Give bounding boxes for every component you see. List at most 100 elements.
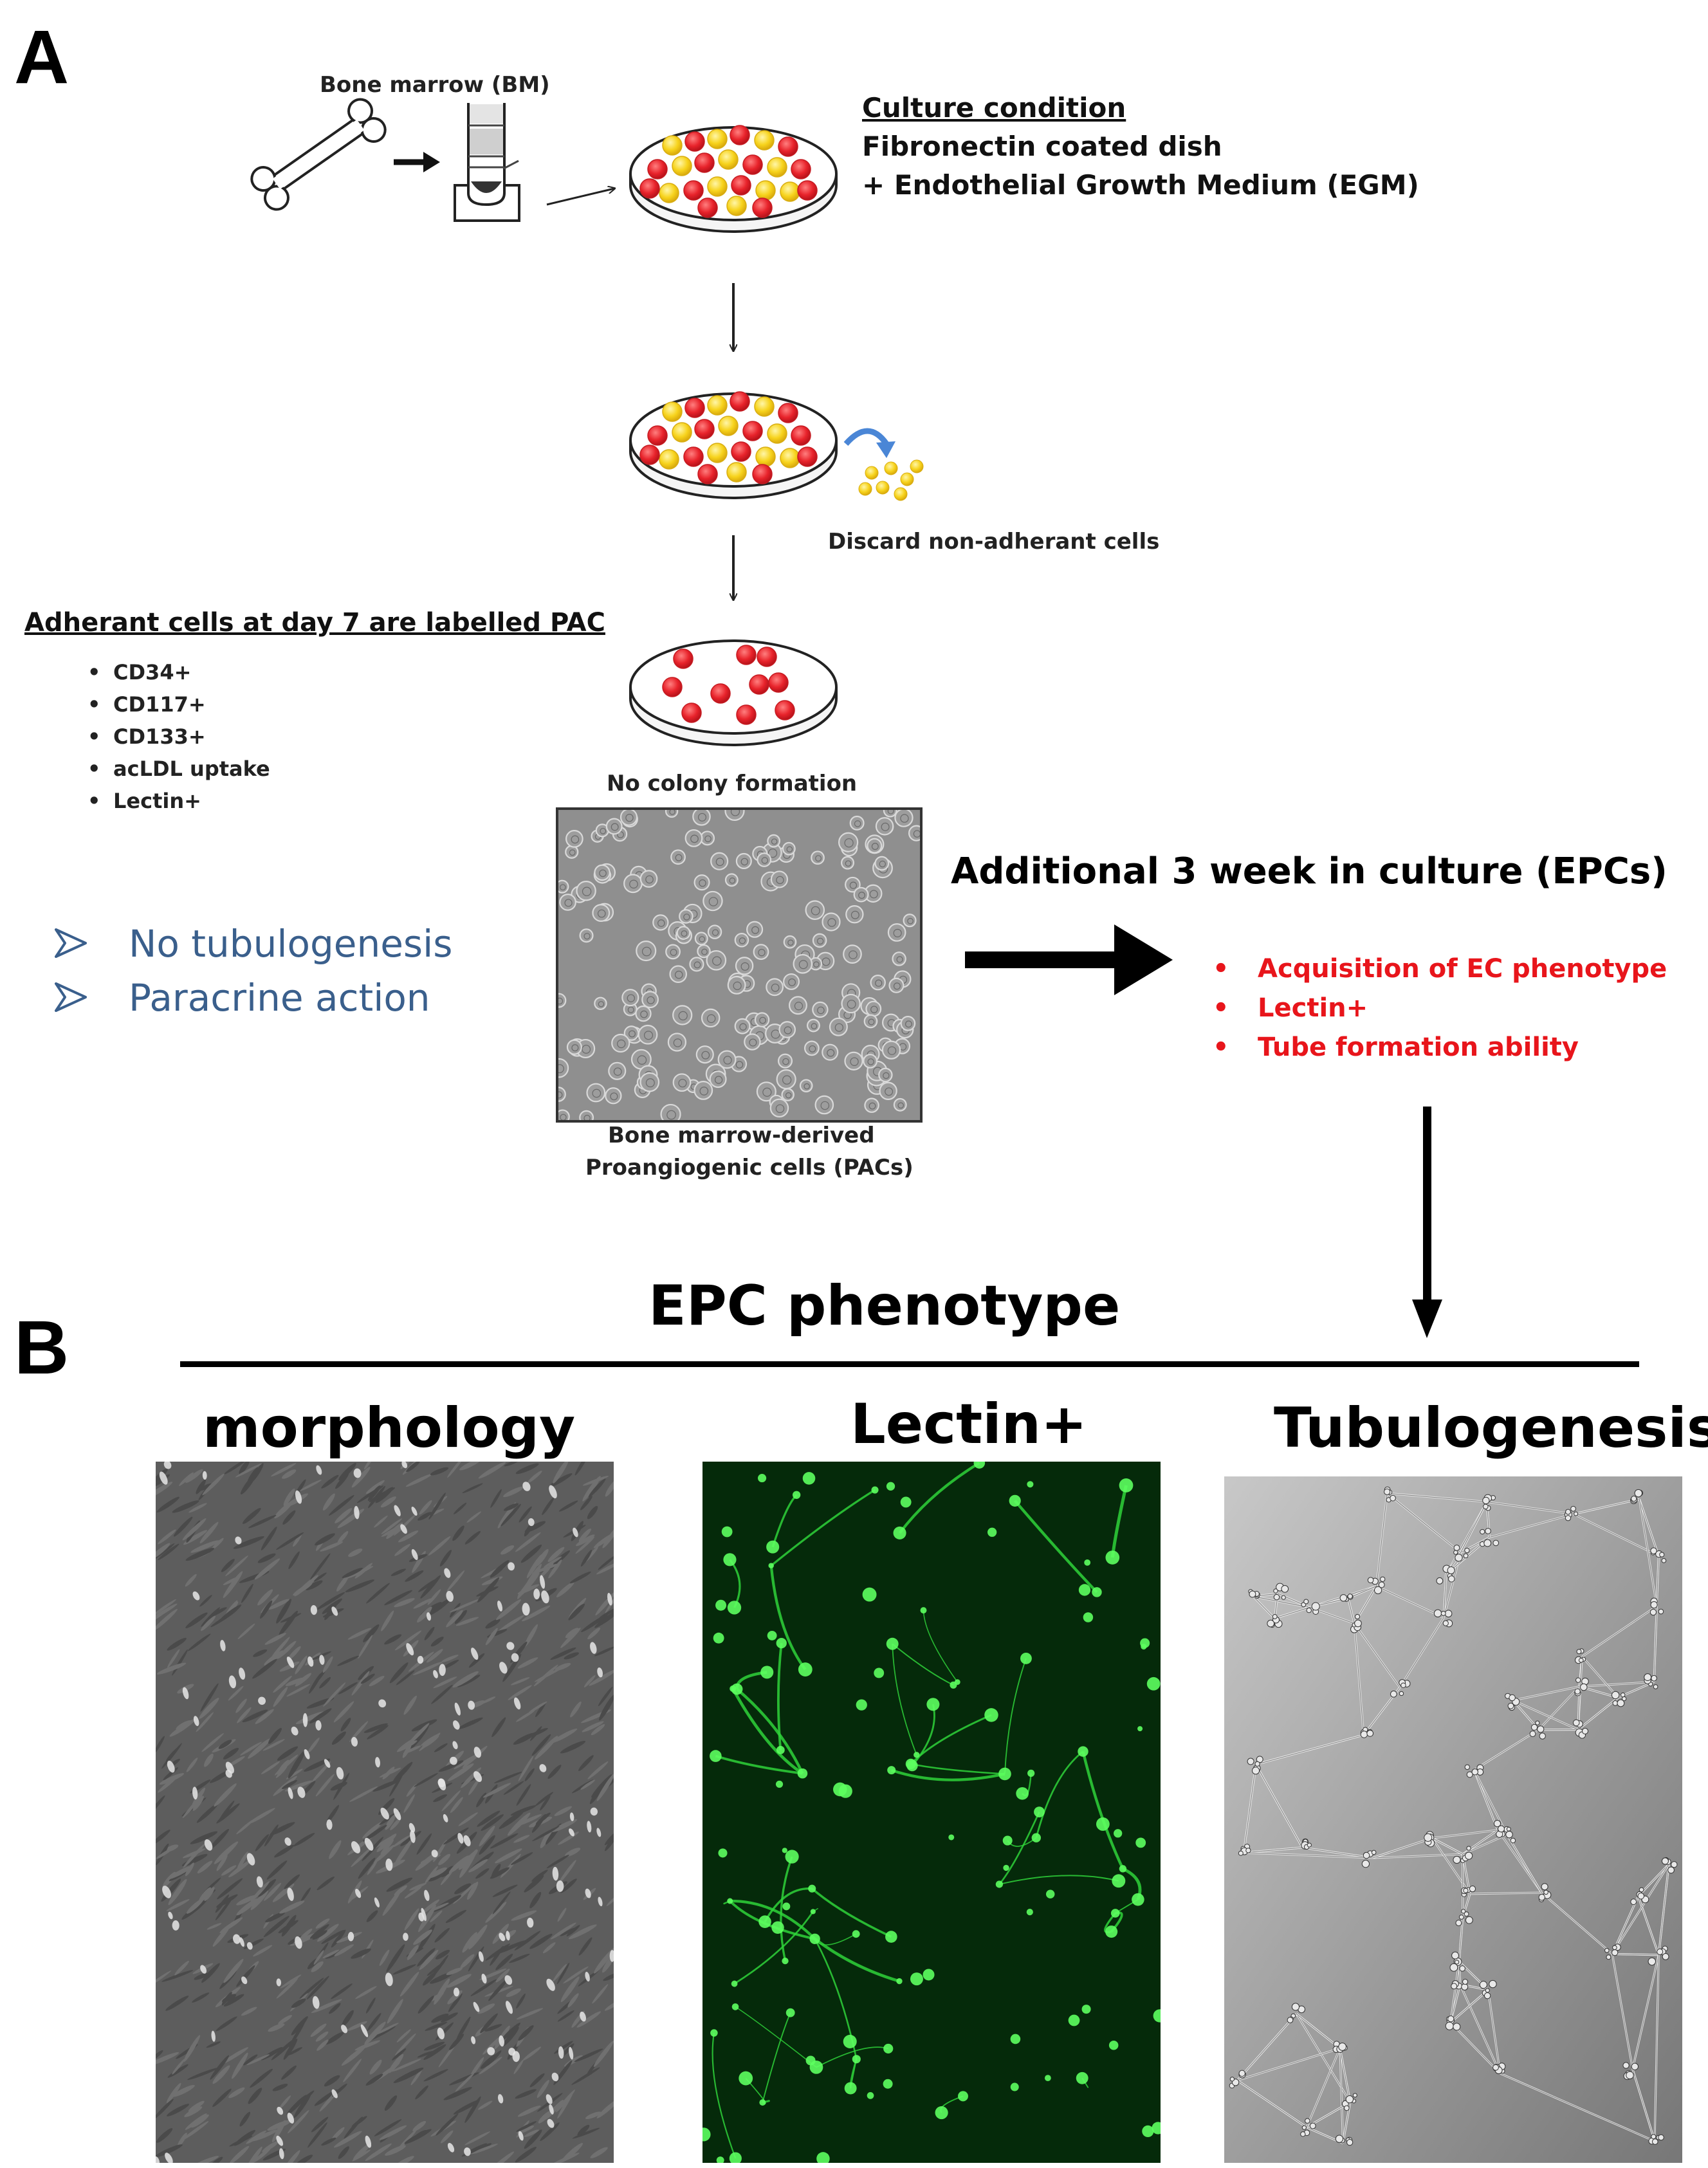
spindle-cell — [543, 1556, 562, 1568]
bright-cell — [302, 1713, 308, 1727]
tube-node-cell — [1482, 1496, 1490, 1505]
morphology-micrograph — [156, 1462, 614, 2163]
spindle-cell — [183, 1530, 208, 1545]
panel-b-title: EPC phenotype — [648, 1274, 1121, 1338]
tube-node-cell — [1363, 1851, 1370, 1859]
lectin-cell — [739, 2071, 753, 2086]
spindle-cell — [365, 1998, 376, 2014]
pac-cell-nucleus — [776, 876, 784, 885]
lectin-cell — [844, 2082, 857, 2095]
pac-cell-nucleus — [786, 846, 793, 852]
lectin-cell — [1110, 1909, 1120, 1918]
spindle-cell — [216, 1855, 228, 1871]
bright-cell — [487, 2047, 495, 2055]
spindle-cell — [587, 1628, 601, 1640]
spindle-cell — [578, 1528, 592, 1542]
spindle-cell — [252, 1658, 277, 1679]
spindle-cell — [479, 1825, 495, 1847]
pac-cell — [894, 810, 914, 827]
tube-segment-edge — [1473, 1770, 1508, 1835]
spindle-cell — [315, 1533, 335, 1546]
spindle-cell — [550, 1922, 576, 1940]
bright-cell — [513, 1697, 521, 1710]
spindle-cell — [299, 1978, 324, 1999]
lectin-cell — [852, 2055, 861, 2064]
spindle-cell — [236, 1965, 255, 1987]
spindle-cell — [528, 1471, 542, 1484]
pac-cell — [908, 825, 920, 841]
tube-node-cell — [1617, 1699, 1625, 1707]
lectin-cell — [874, 1667, 885, 1678]
spindle-cell — [284, 1780, 313, 1792]
pac-cell — [665, 944, 681, 960]
bright-cell — [341, 2025, 347, 2034]
spindle-cell — [279, 2095, 291, 2109]
pac-cell — [559, 894, 576, 911]
yellow-cell — [726, 462, 747, 482]
tube-node-cell — [1339, 1594, 1348, 1602]
pac-cell-nucleus — [735, 1061, 744, 1069]
bright-cell — [443, 1814, 448, 1823]
pac-cell-nucleus — [571, 1044, 579, 1052]
bright-cell — [478, 1951, 484, 1962]
spindle-cell — [228, 1860, 252, 1878]
tube-segment-edge — [1581, 1656, 1619, 1698]
spindle-cell — [591, 1724, 605, 1736]
tube-segment-edge — [1244, 1847, 1303, 1853]
pac-cell — [594, 997, 607, 1010]
tube-node-cell — [1273, 1594, 1280, 1601]
spindle-cell — [397, 1740, 418, 1752]
tube-node-cell — [1667, 1866, 1675, 1874]
tube-segment-edge — [1538, 1686, 1580, 1731]
tube-node-cell — [1307, 1842, 1312, 1848]
tube-node-cell — [1451, 1951, 1460, 1960]
spindle-cell — [542, 1942, 556, 1954]
spindle-cell — [313, 1950, 324, 1965]
bright-cell — [590, 1807, 598, 1816]
tube-segment-edge — [1255, 1764, 1303, 1848]
tube-node-cell — [1604, 1948, 1610, 1953]
pac-cell-nucleus — [887, 1046, 897, 1055]
lectin-cell — [710, 1750, 722, 1762]
tube-node-cell — [1574, 1511, 1579, 1516]
lectin-fiber — [910, 1763, 1006, 1775]
pac-cell — [849, 815, 865, 831]
pac-cell-nucleus — [868, 1018, 875, 1025]
pac-cell-nucleus — [560, 1114, 567, 1120]
bright-cell — [354, 1505, 360, 1520]
tube-segment-edge — [1296, 2013, 1341, 2049]
spindle-cell — [310, 2023, 327, 2037]
spindle-cell — [558, 1860, 576, 1884]
lectin-cell — [1034, 1806, 1045, 1817]
spindle-cell — [507, 1812, 531, 1836]
tube-segment-edge — [1237, 2048, 1341, 2081]
spindle-cell — [386, 1944, 405, 1972]
spindle-cell — [217, 1878, 243, 1900]
spindle-cell — [574, 1462, 589, 1476]
bright-cell — [360, 2024, 369, 2037]
pac-cell-nucleus — [640, 1010, 648, 1018]
pac-cell — [724, 873, 739, 887]
spindle-cell — [565, 1628, 579, 1639]
tube-node-cell — [1480, 1529, 1485, 1535]
spindle-cell — [404, 1908, 419, 1931]
spindle-cell — [522, 1605, 551, 1622]
tube-segment-edge — [1253, 1596, 1275, 1619]
spindle-cell — [291, 1998, 306, 2008]
spindle-cell — [321, 2137, 336, 2146]
spindle-cell — [475, 1868, 490, 1879]
bright-cell — [417, 1655, 424, 1664]
spindle-cell — [219, 1917, 243, 1933]
lectin-cell — [767, 1630, 777, 1640]
spindle-cell — [250, 2068, 273, 2088]
spindle-cell — [470, 2144, 499, 2155]
spindle-cell — [379, 1949, 390, 1966]
spindle-cell — [450, 1797, 463, 1814]
spindle-cell — [570, 1701, 582, 1718]
epc-feature-list: Acquisition of EC phenotype Lectin+ Tube… — [1213, 950, 1667, 1067]
yellow-cell — [780, 181, 800, 202]
tube-segment-edge — [1399, 1617, 1444, 1688]
spindle-cell — [156, 1848, 174, 1859]
pac-cell-nucleus — [751, 926, 760, 934]
culture-condition-line-2: + Endothelial Growth Medium (EGM) — [862, 169, 1419, 201]
